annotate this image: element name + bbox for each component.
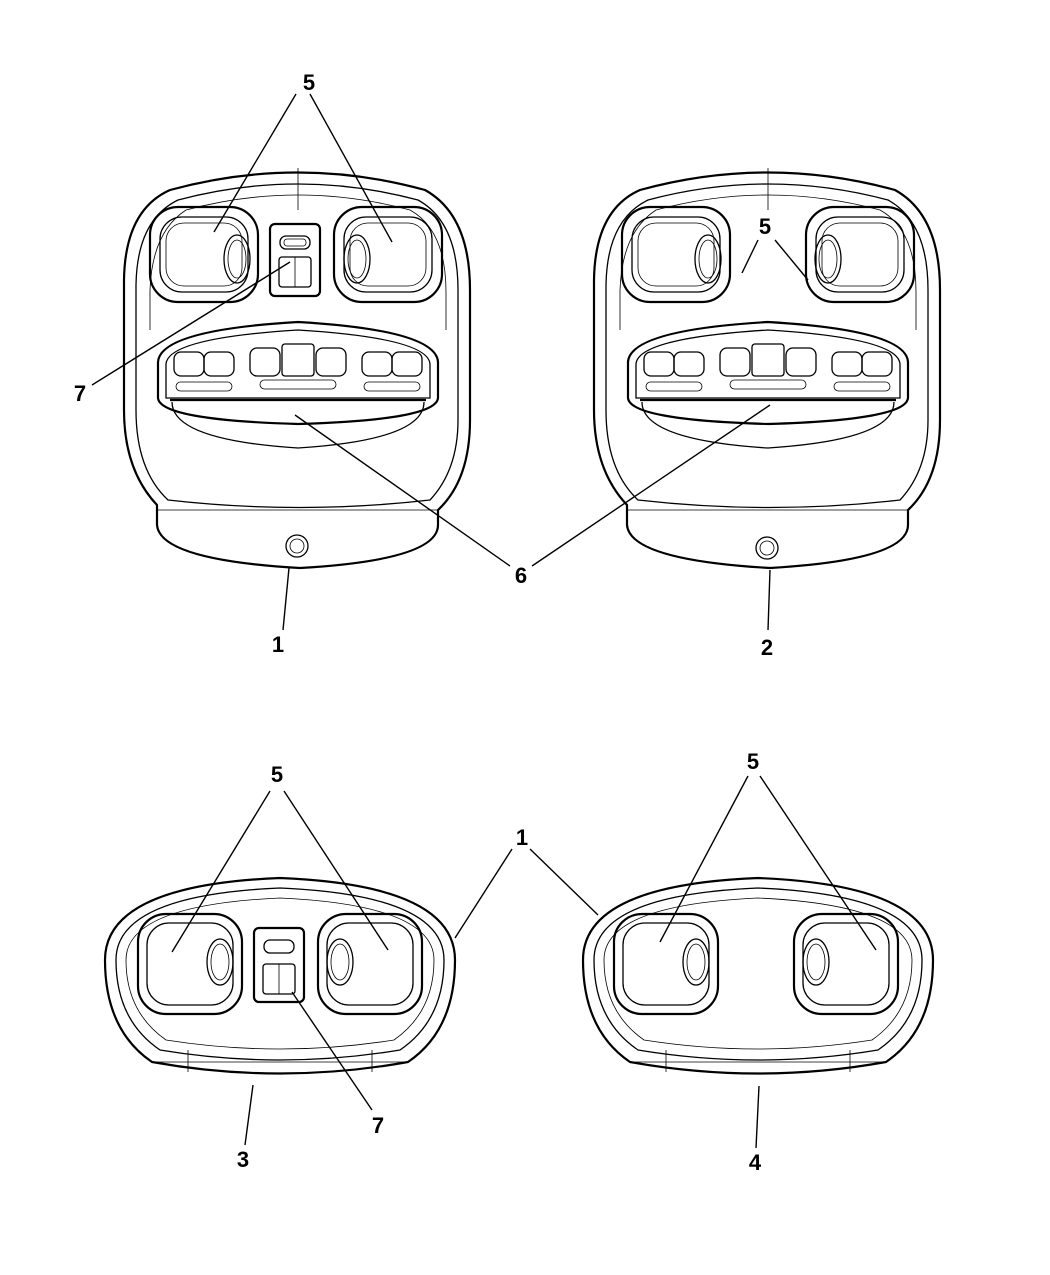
callout-2: 2 <box>760 635 774 660</box>
callout-5-bottom-left: 5 <box>270 762 284 787</box>
console-assembly-1 <box>122 168 472 570</box>
callout-5-top-right: 5 <box>758 214 772 239</box>
callout-5-top-left: 5 <box>302 70 316 95</box>
callout-6: 6 <box>514 563 528 588</box>
callout-1-top: 1 <box>271 632 285 657</box>
callout-1-bottom: 1 <box>515 825 529 850</box>
callout-5-bottom-right: 5 <box>746 749 760 774</box>
console-assembly-4 <box>581 876 935 1075</box>
leader-lines <box>91 93 877 1149</box>
console-assembly-3 <box>103 876 457 1075</box>
callout-7-top-left: 7 <box>73 381 87 406</box>
console-assembly-2 <box>592 168 942 570</box>
callout-3: 3 <box>236 1147 250 1172</box>
callout-4: 4 <box>748 1150 762 1175</box>
callout-7-bottom: 7 <box>371 1113 385 1138</box>
